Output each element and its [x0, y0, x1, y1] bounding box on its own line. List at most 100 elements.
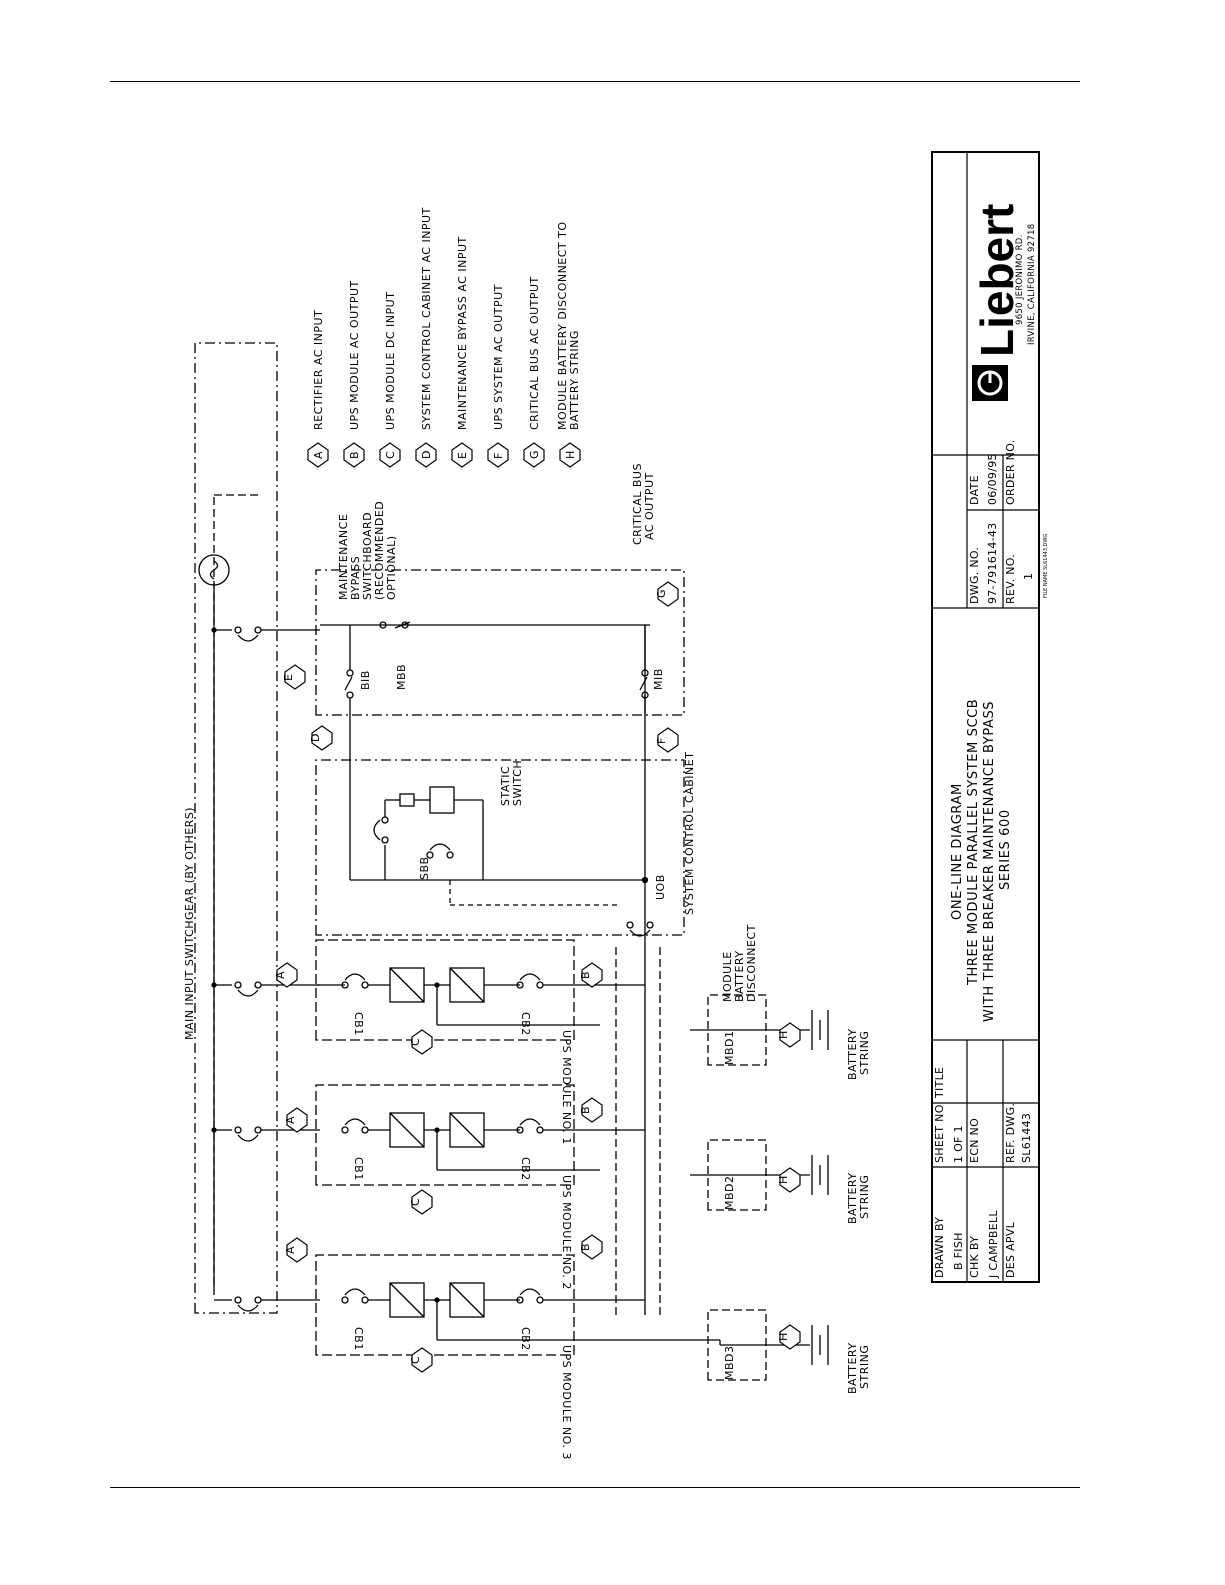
title-line-2: THREE MODULE PARALLEL SYSTEM SCCB: [966, 699, 981, 986]
legend-letter-e: E: [456, 452, 469, 459]
maintenance-bypass-switchboard-box: [315, 569, 685, 716]
cb2-label-3: CB2: [519, 1327, 532, 1351]
battery-string-1-a: BATTERY: [846, 1028, 859, 1080]
svg-text:D: D: [309, 734, 322, 742]
ecn-no-label: ECN NO: [968, 1118, 981, 1163]
diagram-labels: MAIN INPUT SWITCHGEAR (BY OTHERS) MAINTE…: [183, 463, 871, 1460]
system-control-cabinet-box: [315, 759, 685, 936]
battery-string-2-a: BATTERY: [846, 1172, 859, 1224]
svg-text:G: G: [655, 589, 668, 598]
svg-text:C: C: [409, 1356, 422, 1364]
legend-text-h2: BATTERY STRING: [568, 330, 581, 430]
sheet-no: 1 OF 1: [952, 1125, 965, 1163]
static-switch-label-2: SWITCH: [511, 760, 524, 806]
date: 06/09/95: [986, 453, 999, 505]
schematic: [194, 342, 829, 1381]
mbs-label-2: BYPASS: [349, 556, 362, 600]
module-1-label: UPS MODULE NO. 1: [560, 1030, 573, 1145]
company-name: Liebert: [971, 204, 1023, 357]
svg-text:A: A: [284, 1246, 297, 1254]
file-name: FILE NAME SL61443.DWG: [1043, 534, 1049, 598]
mbb-label: MBB: [395, 664, 408, 690]
svg-text:C: C: [409, 1198, 422, 1206]
svg-text:H: H: [777, 1333, 790, 1341]
mbd-label-1: MODULE: [721, 951, 734, 1002]
order-no-label: ORDER NO.: [1004, 440, 1017, 506]
date-label: DATE: [968, 475, 981, 505]
rev-no-label: REV. NO.: [1004, 554, 1017, 604]
legend-text-a: RECTIFIER AC INPUT: [312, 310, 325, 430]
battery-string-3-b: STRING: [858, 1345, 871, 1389]
title-line-4: SERIES 600: [998, 809, 1013, 890]
cb1-label-3: CB1: [352, 1327, 365, 1351]
title-block: DRAWN BY B FISH CHK BY J CAMPBELL DES AP…: [931, 151, 1049, 1283]
mib-label: MIB: [652, 668, 665, 690]
bib-switch: [344, 676, 353, 691]
cb1-label-1: CB1: [352, 1012, 365, 1036]
svg-text:F: F: [655, 738, 668, 744]
mbd-label-3: DISCONNECT: [745, 924, 758, 1002]
legend-text-b: UPS MODULE AC OUTPUT: [348, 280, 361, 430]
title-line-1: ONE-LINE DIAGRAM: [950, 783, 965, 920]
input-breakers: [211, 626, 320, 1312]
battery-string-3-a: BATTERY: [846, 1342, 859, 1394]
ref-dwg-label: REF. DWG.: [1004, 1103, 1017, 1163]
legend-letter-b: B: [348, 451, 361, 459]
legend-letter-f: F: [492, 453, 505, 459]
svg-text:C: C: [409, 1038, 422, 1046]
static-switch-icon: [429, 786, 455, 814]
legend-text-g: CRITICAL BUS AC OUTPUT: [528, 276, 541, 430]
legend-text-e: MAINTENANCE BYPASS AC INPUT: [456, 236, 469, 430]
legend-letter-c: C: [384, 451, 397, 459]
mbd-label-2: BATTERY: [733, 950, 746, 1002]
mbs-label-5: OPTIONAL): [385, 535, 398, 600]
main-input-switchgear-box: [194, 342, 278, 1314]
module-2-label: UPS MODULE NO. 2: [560, 1175, 573, 1290]
legend-text-d: SYSTEM CONTROL CABINET AC INPUT: [420, 207, 433, 430]
top-rule: [110, 81, 1080, 82]
static-switch-label-1: STATIC: [499, 766, 512, 806]
svg-text:B: B: [579, 1243, 592, 1251]
mbs-label-3: SWITCHBOARD: [361, 512, 374, 600]
legend-letter-d: D: [420, 451, 433, 459]
svg-text:A: A: [284, 1116, 297, 1124]
svg-text:B: B: [579, 971, 592, 979]
sbb-label: SBB: [418, 856, 431, 880]
rev-no: 1: [1022, 573, 1035, 580]
drawn-by-label: DRAWN BY: [933, 1217, 946, 1278]
critical-bus-label-1: CRITICAL BUS: [631, 463, 644, 545]
uob-label: UOB: [654, 874, 667, 900]
legend: A B C D E F G H RECTIFIER AC INPUT UPS M…: [307, 207, 581, 468]
cb2-label-2: CB2: [519, 1157, 532, 1181]
svg-text:E: E: [282, 674, 295, 681]
cb1-label-2: CB1: [352, 1157, 365, 1181]
battery-icon: [811, 1010, 829, 1365]
mbd3-label: MBD3: [723, 1345, 736, 1380]
cb2-label-1: CB2: [519, 1012, 532, 1036]
svg-text:H: H: [777, 1176, 790, 1184]
battery-string-2-b: STRING: [858, 1175, 871, 1219]
mbd2-label: MBD2: [723, 1175, 736, 1210]
svg-text:A: A: [274, 971, 287, 979]
chk-by-label: CHK BY: [968, 1236, 981, 1278]
legend-letter-h: H: [564, 451, 577, 459]
ref-dwg: SL61443: [1020, 1113, 1033, 1163]
module-3-label: UPS MODULE NO. 3: [560, 1345, 573, 1460]
legend-text-c: UPS MODULE DC INPUT: [384, 292, 397, 430]
address-line-1: 9650 JERONIMO RD.: [1015, 234, 1025, 325]
legend-text-h1: MODULE BATTERY DISCONNECT TO: [556, 221, 569, 430]
main-input-label: MAIN INPUT SWITCHGEAR (BY OTHERS): [183, 807, 196, 1040]
legend-letter-a: A: [312, 451, 325, 459]
bib-label: BIB: [359, 670, 372, 690]
svg-text:B: B: [579, 1106, 592, 1114]
mbs-label-1: MAINTENANCE: [337, 514, 350, 600]
drawn-by: B FISH: [952, 1232, 965, 1270]
battery-disconnects: [690, 994, 829, 1381]
scc-label: SYSTEM CONTROL CABINET: [683, 752, 696, 915]
chk-by: J CAMPBELL: [987, 1210, 1000, 1279]
legend-letter-g: G: [528, 450, 541, 459]
title-line-3: WITH THREE BREAKER MAINTENANCE BYPASS: [982, 701, 997, 1022]
ups-modules: [315, 939, 720, 1356]
liebert-logo: [972, 365, 1008, 401]
